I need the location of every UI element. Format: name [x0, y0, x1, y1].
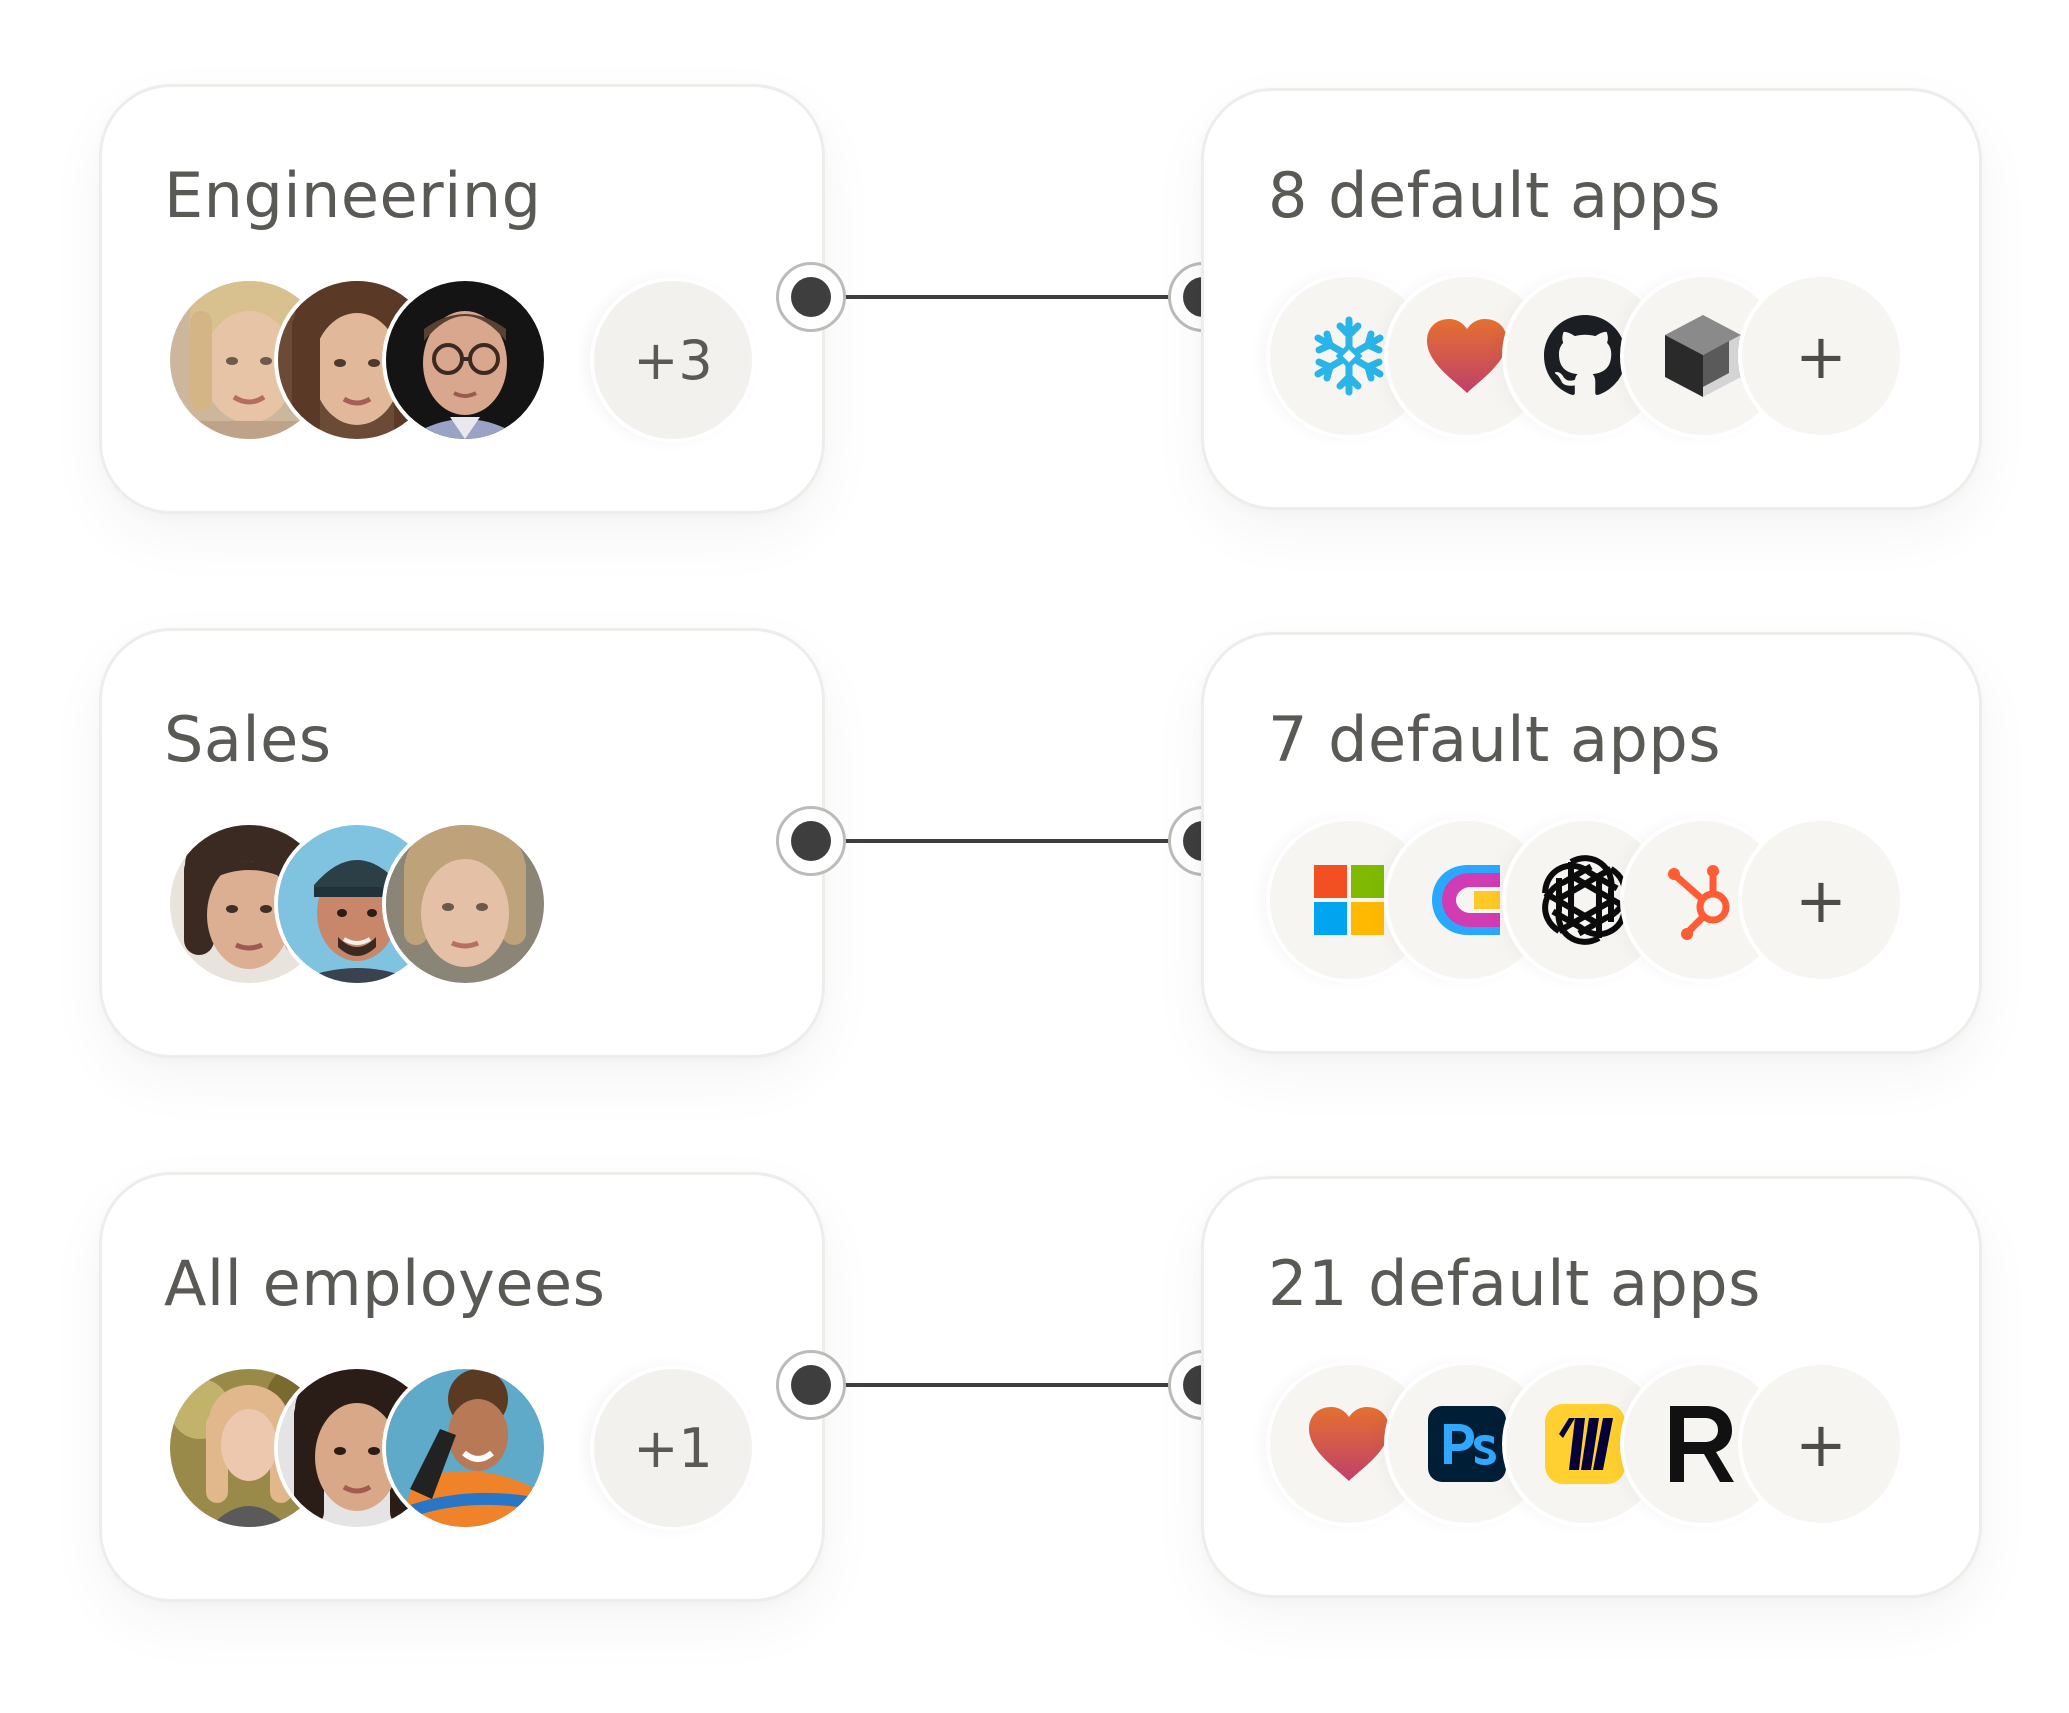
add-app-button[interactable]: +: [1738, 1361, 1904, 1527]
group-title: Engineering: [164, 159, 542, 232]
group-card-engineering[interactable]: Engineering +3: [99, 84, 825, 514]
connector-node-start[interactable]: [776, 262, 846, 332]
members-more-count[interactable]: +3: [590, 277, 756, 443]
connector: [776, 802, 1252, 882]
avatar[interactable]: [382, 277, 548, 443]
connector-line: [842, 295, 1172, 299]
avatar[interactable]: [382, 1365, 548, 1531]
apps-card-engineering[interactable]: 8 default apps: [1201, 88, 1982, 510]
group-title: Sales: [164, 703, 332, 776]
group-card-sales[interactable]: Sales: [99, 628, 825, 1058]
add-app-button[interactable]: +: [1738, 273, 1904, 439]
apps-title: 21 default apps: [1268, 1247, 1761, 1320]
apps-title: 7 default apps: [1268, 703, 1722, 776]
add-app-button[interactable]: +: [1738, 817, 1904, 983]
members-more-count[interactable]: +1: [590, 1365, 756, 1531]
avatar[interactable]: [382, 821, 548, 987]
apps-title: 8 default apps: [1268, 159, 1722, 232]
group-title: All employees: [164, 1247, 606, 1320]
apps-card-all-employees[interactable]: 21 default apps: [1201, 1176, 1982, 1598]
apps-card-sales[interactable]: 7 default apps: [1201, 632, 1982, 1054]
connector: [776, 1346, 1252, 1426]
connector-node-start[interactable]: [776, 1350, 846, 1420]
connector-node-start[interactable]: [776, 806, 846, 876]
connector-line: [842, 839, 1172, 843]
connector: [776, 258, 1252, 338]
connector-line: [842, 1383, 1172, 1387]
group-card-all-employees[interactable]: All employees +1: [99, 1172, 825, 1602]
